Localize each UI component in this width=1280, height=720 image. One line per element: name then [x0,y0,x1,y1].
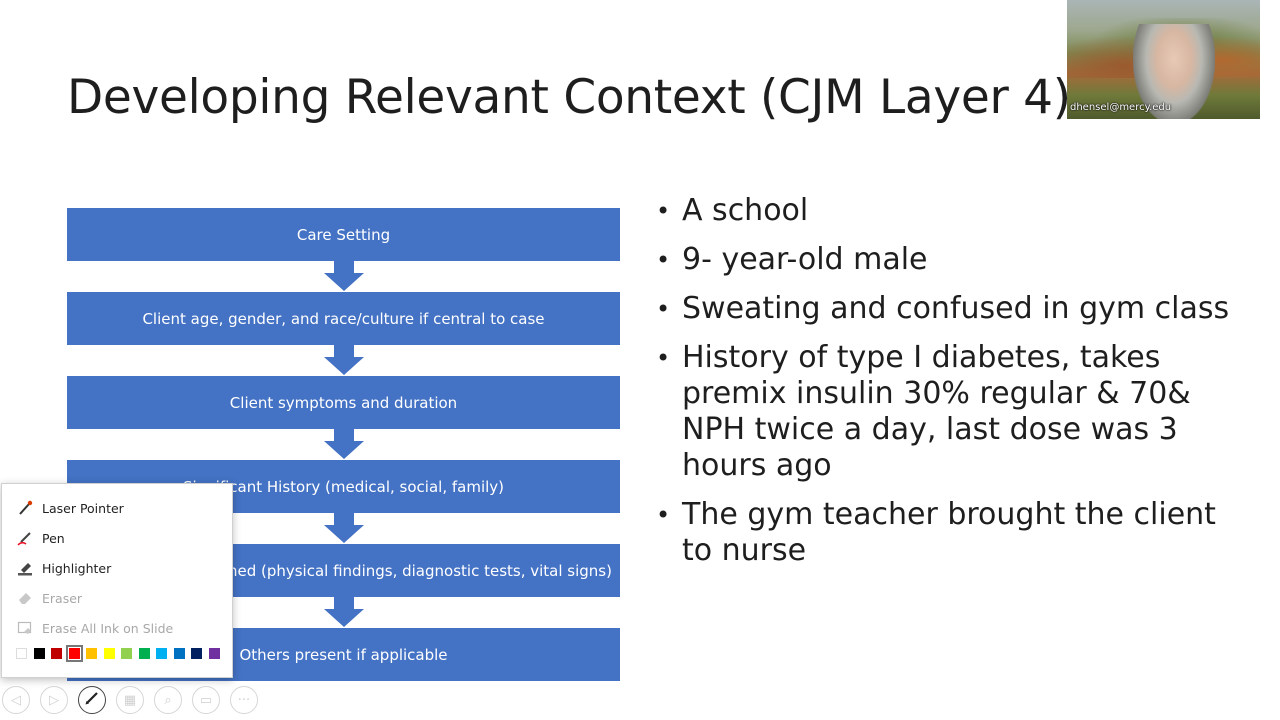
highlighter-icon [16,559,34,577]
menu-item-highlighter[interactable]: Highlighter [2,554,232,582]
menu-item-label: Eraser [42,590,83,606]
more-options-icon: ··· [237,692,251,708]
flow-step: Client symptoms and duration [67,376,620,429]
color-swatch-light-green[interactable] [121,648,132,659]
menu-item-laser-pointer[interactable]: Laser Pointer [2,494,232,522]
previous-icon: ◁ [11,692,21,708]
menu-item-label: Laser Pointer [42,500,124,516]
color-swatch-green[interactable] [138,648,150,659]
color-swatch-dark-blue[interactable] [191,648,202,659]
flow-step: Client age, gender, and race/culture if … [67,292,620,345]
pen-icon [16,529,34,547]
ink-color-palette [16,645,226,662]
menu-item-pen[interactable]: Pen [2,524,232,552]
more-options-button[interactable]: ··· [230,686,258,714]
color-swatch-white[interactable] [16,648,27,659]
menu-item-label: Pen [42,530,65,546]
bullet-item: 9- year-old male [656,242,1236,278]
color-swatch-yellow[interactable] [103,648,115,659]
zoom-icon: ⌕ [164,692,172,708]
zoom-button[interactable]: ⌕ [154,686,182,714]
participant-video[interactable]: dhensel@mercy.edu [1067,0,1260,119]
flow-arrow [324,429,364,459]
previous-slide-button[interactable]: ◁ [2,686,30,714]
erase-all-icon [16,619,34,637]
eraser-icon [16,589,34,607]
flow-arrow [324,345,364,375]
color-swatch-light-blue[interactable] [156,648,167,659]
color-swatch-purple[interactable] [208,648,220,659]
see-all-slides-icon: ▦ [123,692,137,708]
pen-tool-button[interactable] [78,686,106,714]
pen-tool-icon [84,690,100,710]
case-bullets: A school 9- year-old male Sweating and c… [656,193,1236,582]
color-swatch-red[interactable] [65,645,83,662]
color-swatch-orange[interactable] [86,648,97,659]
color-swatch-blue[interactable] [173,648,185,659]
flow-step: Care Setting [67,208,620,261]
participant-image [1133,24,1215,119]
menu-item-label: Erase All Ink on Slide [42,620,174,636]
flow-arrow [324,597,364,627]
color-swatch-dark-red[interactable] [51,648,62,659]
slide-title: Developing Relevant Context (CJM Layer 4… [67,70,1071,125]
bullet-item: The gym teacher brought the client to nu… [656,497,1236,569]
menu-item-label: Highlighter [42,560,112,576]
flow-arrow [324,261,364,291]
see-all-slides-button[interactable]: ▦ [116,686,144,714]
subtitles-icon: ▭ [199,692,213,708]
bullet-item: A school [656,193,1236,229]
next-icon: ▷ [49,692,59,708]
subtitles-button[interactable]: ▭ [192,686,220,714]
menu-item-eraser[interactable]: Eraser [2,584,232,612]
menu-item-erase-all-ink[interactable]: Erase All Ink on Slide [2,614,232,642]
color-swatch-black[interactable] [33,648,45,659]
laser-pointer-icon [16,499,34,517]
participant-name: dhensel@mercy.edu [1070,102,1172,113]
bullet-item: History of type I diabetes, takes premix… [656,340,1236,484]
flow-arrow [324,513,364,543]
slideshow-toolbar: ◁ ▷ ▦ ⌕ ▭ ··· [2,686,268,716]
pen-options-menu: Laser Pointer Pen Highlighter Eraser Era… [1,483,233,678]
next-slide-button[interactable]: ▷ [40,686,68,714]
bullet-item: Sweating and confused in gym class [656,291,1236,327]
